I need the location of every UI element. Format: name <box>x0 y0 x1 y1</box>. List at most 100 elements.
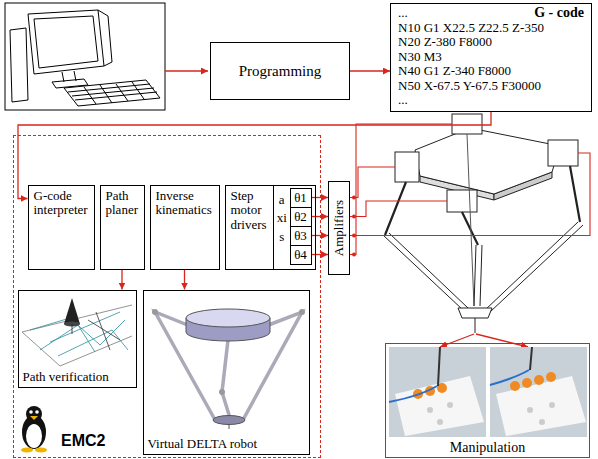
manipulation-photo <box>447 402 453 408</box>
process-box: Programming <box>210 42 350 100</box>
flow-arrow <box>121 270 122 290</box>
node-label: θ1 <box>294 190 307 206</box>
code-line: N30 M3 <box>398 50 442 65</box>
virtual-robot-model <box>152 309 305 429</box>
virtual-robot-model <box>186 309 270 327</box>
manipulation-photo <box>510 381 520 391</box>
module-box: Inverse kinematics <box>150 185 220 270</box>
computer-illustration <box>5 3 165 110</box>
manipulation-photo <box>534 375 544 385</box>
delta-robot-illustration <box>467 134 474 306</box>
module-box: Step motor drivers <box>225 185 274 270</box>
figure-panel: Path verification <box>18 290 137 388</box>
flow-arrow <box>165 71 208 72</box>
flow-arrow <box>312 235 329 236</box>
module-box: G-code interpreter <box>28 185 95 270</box>
manipulation-photo <box>395 376 484 436</box>
manipulation-photo <box>546 372 556 382</box>
axis-cell: θ4 <box>290 245 312 265</box>
linux-penguin <box>35 448 47 453</box>
manipulation-photo <box>549 402 555 408</box>
node-label: θ2 <box>294 209 307 225</box>
code-line: N50 X-67.5 Y-67.5 F30000 <box>398 79 541 94</box>
computer-illustration <box>98 10 112 66</box>
manipulation-photo <box>437 419 443 425</box>
flow-arrow <box>312 254 329 255</box>
node-label: axis <box>277 191 287 248</box>
amplifier-box: Amplifiers <box>328 181 350 275</box>
path-plot <box>22 305 132 366</box>
computer-illustration <box>68 84 157 100</box>
flow-arrow <box>18 112 491 199</box>
motor-wire <box>350 167 395 198</box>
computer-illustration <box>28 10 104 74</box>
flow-arrow <box>312 197 329 198</box>
manipulation-photo <box>389 370 529 402</box>
delta-robot-illustration <box>447 190 477 212</box>
node-label: Step motor drivers <box>231 189 268 234</box>
computer-illustration <box>5 3 165 110</box>
computer-illustration <box>84 82 144 104</box>
virtual-robot-model <box>219 389 225 395</box>
virtual-robot-model <box>299 309 305 315</box>
flow-arrow <box>165 70 208 71</box>
delta-robot-illustration <box>458 308 492 318</box>
computer-illustration <box>10 28 28 102</box>
virtual-robot-model <box>229 424 230 429</box>
motor-wire <box>350 201 447 217</box>
axis-cell: θ3 <box>290 226 312 246</box>
computer-illustration <box>64 80 160 106</box>
code-line: ... <box>398 93 408 108</box>
virtual-robot-model <box>155 312 302 418</box>
motor-wire <box>350 153 590 236</box>
axis-cell: θ1 <box>290 188 312 208</box>
computer-illustration <box>34 16 98 68</box>
manipulation-photo <box>496 376 586 436</box>
node-label: G-code interpreter <box>34 189 89 219</box>
node-label: θ4 <box>294 247 307 263</box>
wire-dot <box>352 234 356 238</box>
delta-robot-illustration <box>385 166 580 245</box>
code-line: N40 G1 Z-340 F8000 <box>398 64 511 79</box>
node-label: Path planer <box>106 189 139 219</box>
code-heading: G - code <box>534 6 584 21</box>
figure-caption: Virtual DELTA robot <box>148 436 258 452</box>
code-line: N20 Z-380 F8000 <box>398 35 492 50</box>
linux-penguin <box>35 410 39 414</box>
code-line: ... <box>398 6 408 21</box>
path-plot <box>22 298 132 366</box>
manipulation-photo <box>438 347 532 386</box>
region-label: EMC2 <box>61 432 105 450</box>
delta-robot-illustration <box>415 128 560 194</box>
manipulation-photo <box>527 407 533 413</box>
node-label: Inverse kinematics <box>156 189 214 219</box>
module-box: Path planer <box>100 185 145 270</box>
node-label: Amplifiers <box>331 200 347 256</box>
delta-robot-illustration <box>475 318 476 333</box>
delta-robot-illustration <box>452 114 482 134</box>
figure-panel: Virtual DELTA robot <box>143 290 310 455</box>
flow-arrow <box>184 270 185 290</box>
software-region: EMC2 G-code interpreter Path planer Inverse… <box>13 135 321 458</box>
manipulation-photo <box>389 347 587 437</box>
linux-penguin <box>26 406 42 422</box>
flow-arrow <box>350 70 390 71</box>
manipulation-arrow <box>440 334 528 347</box>
motor-wire <box>350 124 452 255</box>
manipulation-arrow <box>440 334 474 347</box>
manipulation-photo <box>490 347 587 437</box>
code-line: N10 G1 X22.5 Z22.5 Z-350 <box>398 21 544 36</box>
manipulation-arrow <box>476 334 528 347</box>
photo-panel: Manipulation <box>385 343 590 458</box>
figure-caption: Manipulation <box>450 440 525 456</box>
manipulation-photo <box>522 378 532 388</box>
manipulation-photo <box>427 407 433 413</box>
linux-penguin <box>29 410 33 414</box>
linux-penguin <box>30 416 38 420</box>
delta-robot-illustration <box>383 114 583 333</box>
wire-dot <box>352 196 356 200</box>
wire-dot <box>352 253 356 257</box>
path-plot <box>72 324 73 334</box>
virtual-robot-model <box>213 416 245 425</box>
